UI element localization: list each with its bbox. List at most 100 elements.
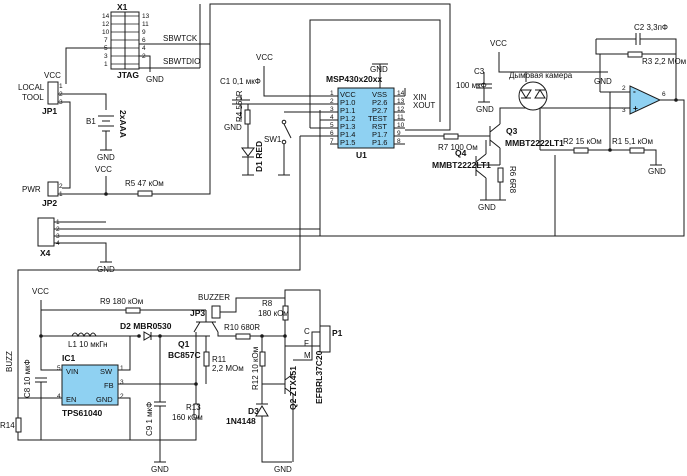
svg-text:5: 5 xyxy=(57,365,61,372)
camera-label: Дымовая камера xyxy=(509,71,573,80)
c2-label: C2 3,3пФ xyxy=(634,23,668,32)
ic1-label: IC1 xyxy=(62,353,76,363)
svg-text:VIN: VIN xyxy=(66,367,79,376)
jp2-label: JP2 xyxy=(42,198,57,208)
r4-label: R4 560R xyxy=(235,90,244,122)
c3-label: C3 xyxy=(474,67,485,76)
led-d1 xyxy=(241,147,255,158)
sbwtck-label: SBWTCK xyxy=(163,34,198,43)
buzzer-label: BUZZER xyxy=(198,293,230,302)
resistor-r6 xyxy=(497,167,504,183)
b1-label: B1 xyxy=(86,117,96,126)
svg-text:P2.6: P2.6 xyxy=(372,98,387,107)
svg-text:1: 1 xyxy=(330,90,334,97)
mcu-u1: MSP430x20xx U1 VCC P1.0 P1.1 P1.2 P1.3 P… xyxy=(326,74,405,160)
buzz-label: BUZZ xyxy=(5,351,14,372)
svg-text:7: 7 xyxy=(330,138,334,145)
resistor-r3 xyxy=(627,51,643,58)
svg-text:2: 2 xyxy=(120,393,124,400)
resistor-r11 xyxy=(203,351,210,367)
p1-pin-f: F xyxy=(304,339,309,348)
svg-text:TEST: TEST xyxy=(368,114,388,123)
jumper-jp3 xyxy=(211,305,221,319)
r5-label: R5 47 кОм xyxy=(125,179,164,188)
opamp: - + 2 3 6 xyxy=(622,85,666,115)
q3-label: Q3 xyxy=(506,126,518,136)
r1-label: R1 5,1 кОм xyxy=(612,137,653,146)
svg-text:EN: EN xyxy=(66,395,76,404)
d3-value: 1N4148 xyxy=(226,416,256,426)
l1-label: L1 10 мкГн xyxy=(68,340,108,349)
x1-pin-9: 9 xyxy=(142,29,146,36)
resistor-r10 xyxy=(235,333,251,340)
svg-text:2: 2 xyxy=(59,183,63,190)
svg-text:P1.7: P1.7 xyxy=(372,130,387,139)
resistor-r9 xyxy=(125,307,141,314)
svg-text:4: 4 xyxy=(57,393,61,400)
sw1-label: SW1 xyxy=(264,135,282,144)
svg-text:5: 5 xyxy=(330,122,334,129)
svg-text:1: 1 xyxy=(120,365,124,372)
vcc-c1-label: VCC xyxy=(256,53,273,62)
svg-text:6: 6 xyxy=(662,91,666,98)
svg-text:3: 3 xyxy=(622,107,626,114)
u1-name: MSP430x20xx xyxy=(326,74,383,84)
svg-text:4: 4 xyxy=(330,114,334,121)
b1-value: 2xAAA xyxy=(118,110,128,138)
resistor-r12 xyxy=(259,351,266,367)
x1-pin-6: 6 xyxy=(142,37,146,44)
r3-label: R3 2,2 МОм xyxy=(642,57,686,66)
svg-text:GND: GND xyxy=(96,395,113,404)
svg-text:GND: GND xyxy=(476,105,494,114)
capacitor-c1 xyxy=(232,96,250,120)
q4-label: Q4 xyxy=(455,148,467,158)
r10-label: R10 680R xyxy=(224,323,260,332)
vcc-c3-label: VCC xyxy=(490,39,507,48)
battery-b1 xyxy=(98,115,114,150)
p1-label: P1 xyxy=(332,328,343,338)
svg-text:2: 2 xyxy=(622,85,626,92)
q3-value: MMBT2222LT1 xyxy=(505,138,564,148)
r11-value: 2,2 МОм xyxy=(212,364,244,373)
resistor-r5 xyxy=(137,190,153,197)
r9-label: R9 180 кОм xyxy=(100,297,143,306)
x1-pin-3: 3 xyxy=(104,53,108,60)
svg-text:GND: GND xyxy=(594,77,612,86)
svg-text:P1.3: P1.3 xyxy=(340,122,355,131)
q1-value: BC857C xyxy=(168,350,201,360)
svg-text:6: 6 xyxy=(330,130,334,137)
c9-label: C9 1 мкФ xyxy=(145,402,154,436)
r11-label: R11 xyxy=(212,355,227,364)
vcc-center-label: VCC xyxy=(95,165,112,174)
tool-label: TOOL xyxy=(22,93,44,102)
jtag-gnd-label: GND xyxy=(146,75,164,84)
switch-sw1 xyxy=(281,119,292,145)
smoke-chamber xyxy=(518,81,548,111)
diode-d2 xyxy=(143,331,153,341)
svg-text:P2.7: P2.7 xyxy=(372,106,387,115)
jtag-label: JTAG xyxy=(117,70,139,80)
x1-pin-11: 11 xyxy=(142,21,149,28)
r2-label: R2 15 кОм xyxy=(563,137,602,146)
resistor-r7 xyxy=(443,133,459,140)
svg-text:GND: GND xyxy=(274,465,292,474)
resistor-r1 xyxy=(629,147,645,154)
svg-text:GND: GND xyxy=(648,167,666,176)
svg-text:3: 3 xyxy=(330,106,334,113)
x4-label: X4 xyxy=(40,248,51,258)
r13-label: R13 xyxy=(186,403,201,412)
resistor-r2 xyxy=(573,147,589,154)
inductor-l1 xyxy=(71,332,97,338)
vcc-bottom-label: VCC xyxy=(32,287,49,296)
converter-ic1: VIN SW FB EN GND 5 1 3 4 2 xyxy=(57,364,124,406)
svg-text:11: 11 xyxy=(397,114,404,121)
svg-text:P1.4: P1.4 xyxy=(340,130,355,139)
transistor-q1 xyxy=(193,321,219,333)
r7-label: R7 100 Ом xyxy=(438,143,478,152)
p1-value: EFBRL37C20 xyxy=(314,350,324,404)
q1-label: Q1 xyxy=(178,339,190,349)
r8-value: 180 кОм xyxy=(258,309,289,318)
d1-label: D1 RED xyxy=(254,141,264,172)
p1-pin-m: M xyxy=(304,351,311,360)
r12-label: R12 10 кОм xyxy=(251,347,260,390)
